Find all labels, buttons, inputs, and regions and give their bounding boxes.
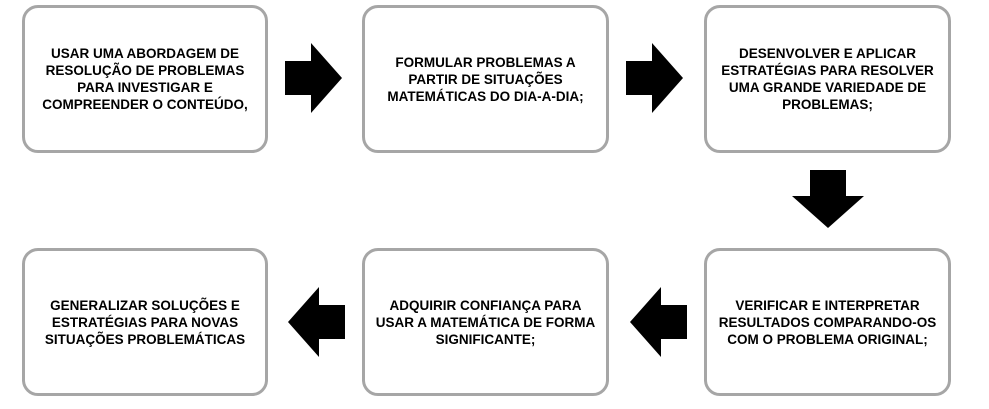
step-box-4: VERIFICAR E INTERPRETAR RESULTADOS COMPA… xyxy=(704,248,951,396)
arrow-down-icon xyxy=(792,170,864,228)
arrow-down-shape xyxy=(792,170,864,228)
step-text-1: USAR UMA ABORDAGEM DE RESOLUÇÃO DE PROBL… xyxy=(42,46,248,112)
step-text-3: DESENVOLVER E APLICAR ESTRATÉGIAS PARA R… xyxy=(721,46,934,112)
arrow-right-icon xyxy=(285,43,342,113)
step-box-1: USAR UMA ABORDAGEM DE RESOLUÇÃO DE PROBL… xyxy=(22,5,268,153)
step-text-5: ADQUIRIR CONFIANÇA PARA USAR A MATEMÁTIC… xyxy=(375,297,596,347)
step-text-4: VERIFICAR E INTERPRETAR RESULTADOS COMPA… xyxy=(718,297,937,347)
arrow-left-icon xyxy=(288,287,345,357)
step-box-2: FORMULAR PROBLEMAS A PARTIR DE SITUAÇÕES… xyxy=(362,5,609,153)
step-box-5: ADQUIRIR CONFIANÇA PARA USAR A MATEMÁTIC… xyxy=(362,248,609,396)
step-box-3: DESENVOLVER E APLICAR ESTRATÉGIAS PARA R… xyxy=(704,5,951,153)
step-box-6: GENERALIZAR SOLUÇÕES E ESTRATÉGIAS PARA … xyxy=(22,248,268,396)
arrow-right-shape xyxy=(626,43,683,113)
arrow-left-shape xyxy=(288,287,345,357)
arrow-left-icon xyxy=(630,287,687,357)
arrow-right-shape xyxy=(285,43,342,113)
arrow-right-icon xyxy=(626,43,683,113)
arrow-left-shape xyxy=(630,287,687,357)
step-text-2: FORMULAR PROBLEMAS A PARTIR DE SITUAÇÕES… xyxy=(387,54,584,104)
step-text-6: GENERALIZAR SOLUÇÕES E ESTRATÉGIAS PARA … xyxy=(44,297,246,347)
